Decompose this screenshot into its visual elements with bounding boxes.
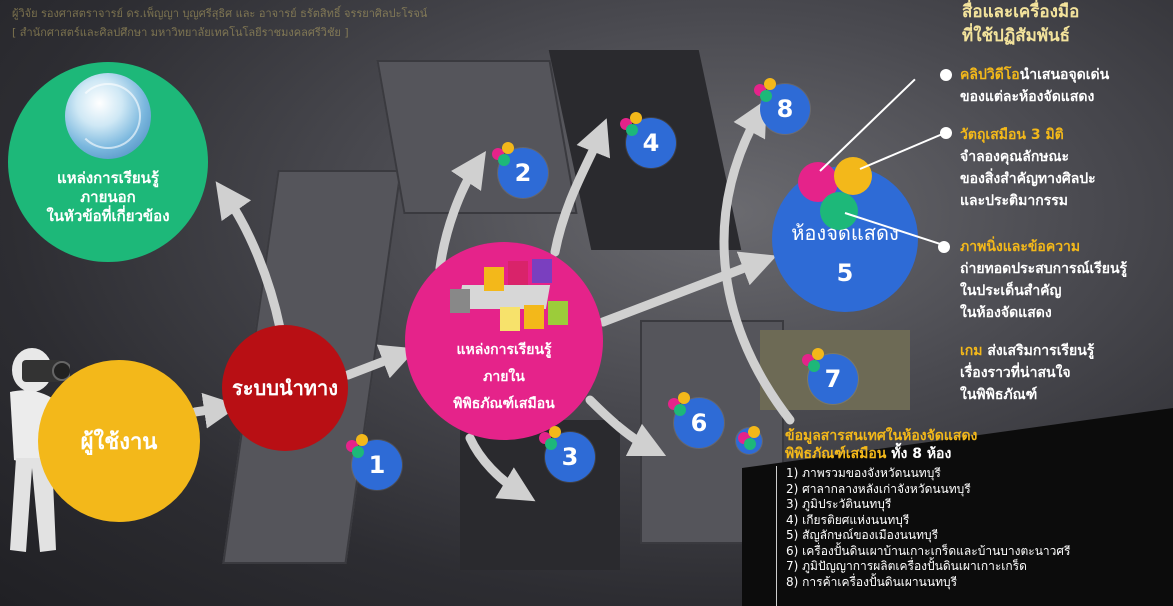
game-line-3: ในพิพิธภัณฑ์ [960, 387, 1038, 403]
info-title-line-1: ข้อมูลสารสนเทศในห้องจัดแสดง [785, 428, 978, 444]
user-node[interactable]: ผู้ใช้งาน [38, 360, 200, 522]
media-dots-icon [754, 78, 780, 104]
room-badge-number: 7 [824, 365, 842, 393]
media-dots-icon [492, 142, 518, 168]
media-dots-icon [738, 426, 764, 452]
list-item: 7) ภูมิปัญญาการผลิตเครื่องปั้นดินเผาเกาะ… [786, 559, 1027, 573]
game-text: ส่งเสริมการเรียนรู้ [982, 343, 1095, 359]
media-title-line-2: ที่ใช้ปฏิสัมพันธ์ [962, 26, 1071, 46]
image-line-3: ในประเด็นสำคัญ [960, 283, 1062, 299]
credit-line-1: ผู้วิจัย รองศาสตราจารย์ ดร.เพ็ญญา บุญศรี… [12, 7, 428, 20]
navigation-label: ระบบนำทาง [232, 376, 338, 400]
media-dots-icon [346, 434, 372, 460]
game-line-2: เรื่องราวที่น่าสนใจ [960, 365, 1071, 381]
media-dots-icon [802, 348, 828, 374]
list-item: 3) ภูมิประวัตินนทบุรี [786, 497, 892, 511]
media-item-video: คลิปวิดีโอนำเสนอจุดเด่น ของแต่ละห้องจัดแ… [960, 64, 1109, 108]
credit-line-2: [ สำนักศาสตร์และศิลปศึกษา มหาวิทยาลัยเทค… [12, 26, 349, 39]
room-badge-number: 4 [642, 129, 660, 157]
list-item: 2) ศาลากลางหลังเก่าจังหวัดนนทบุรี [786, 481, 971, 496]
room-badge-number: 8 [776, 95, 794, 123]
room-badge-6[interactable]: 6 [668, 392, 724, 448]
arrow-internal-to-room6 [585, 395, 667, 457]
external-label-2: ภายนอก [80, 187, 136, 206]
external-label-3: ในหัวข้อที่เกี่ยวข้อง [46, 206, 170, 225]
room-info-title: ข้อมูลสารสนเทศในห้องจัดแสดง พิพิธภัณฑ์เส… [785, 427, 977, 463]
image-line-4: ในห้องจัดแสดง [960, 305, 1052, 321]
globe-icon [65, 72, 151, 159]
arrow-user-to-navigation [190, 392, 240, 429]
media-item-3d-object: วัตถุเสมือน 3 มิติ จำลองคุณลักษณะ ของสิ่… [960, 124, 1096, 212]
list-item: 1) ภาพรวมของจังหวัดนนทบุรี [786, 466, 941, 480]
list-item: 4) เกียรติยศแห่งนนทบุรี [786, 512, 910, 527]
room-list: 1) ภาพรวมของจังหวัดนนทบุรี 2) ศาลากลางหล… [786, 466, 1070, 590]
connector-dot-object [940, 127, 952, 139]
media-dots-icon [539, 426, 565, 452]
floorplan-room [460, 420, 620, 570]
room-badge-8[interactable]: 8 [754, 78, 810, 134]
arrow-internal-to-room2 [435, 151, 486, 273]
arrow-room5-to-room8 [719, 99, 795, 425]
external-learning-source[interactable]: แหล่งการเรียนรู้ ภายนอก ในหัวข้อที่เกี่ย… [8, 62, 208, 262]
room-badge-number: 3 [561, 443, 579, 471]
room-badge-2[interactable]: 2 [492, 142, 548, 198]
info-title-rest: ทั้ง 8 ห้อง [886, 446, 952, 462]
info-list-rule [776, 466, 777, 606]
internal-virtual-museum-node[interactable]: แหล่งการเรียนรู้ ภายใน พิพิธภัณฑ์เสมือน [405, 242, 603, 440]
object-line-3: ของสิ่งสำคัญทางศิลปะ [960, 171, 1096, 187]
media-dots-icon [668, 392, 694, 418]
room-badge-number: 2 [514, 159, 532, 187]
game-highlight: เกม [960, 343, 983, 359]
connector-dot-image [938, 241, 950, 253]
object-line-4: และประติมากรรม [960, 193, 1068, 209]
video-line-2: ของแต่ละห้องจัดแสดง [960, 89, 1095, 105]
researcher-credit: ผู้วิจัย รองศาสตราจารย์ ดร.เพ็ญญา บุญศรี… [12, 4, 672, 42]
media-item-image-text: ภาพนิ่งและข้อความ ถ่ายทอดประสบการณ์เรียน… [960, 236, 1127, 324]
room-badge-3[interactable]: 3 [539, 426, 595, 482]
video-text: นำเสนอจุดเด่น [1019, 67, 1110, 83]
arrow-navigation-to-external [215, 181, 285, 333]
info-panel-dots-icon [736, 426, 764, 454]
user-label: ผู้ใช้งาน [80, 429, 158, 455]
media-dots-icon [620, 112, 646, 138]
image-highlight: ภาพนิ่งและข้อความ [960, 239, 1081, 255]
internal-label-1: แหล่งการเรียนรู้ [456, 341, 552, 358]
room-badge-7[interactable]: 7 [802, 348, 858, 404]
object-highlight: วัตถุเสมือน 3 มิติ [960, 127, 1064, 143]
navigation-system-node[interactable]: ระบบนำทาง [222, 325, 348, 451]
image-media-dot [820, 192, 858, 230]
object-media-dot [834, 157, 872, 195]
internal-label-2: ภายใน [483, 368, 525, 385]
room-badge-number: 1 [368, 451, 386, 479]
video-highlight: คลิปวิดีโอ [960, 67, 1020, 83]
arrow-navigation-to-internal [343, 344, 417, 380]
exhibit-board-icon [450, 258, 568, 333]
arrow-internal-to-room5 [598, 251, 777, 327]
info-title-highlight: พิพิธภัณฑ์เสมือน [785, 446, 887, 462]
external-label-1: แหล่งการเรียนรู้ [57, 168, 159, 187]
room-number: 5 [836, 259, 854, 287]
object-line-2: จำลองคุณลักษณะ [960, 149, 1070, 165]
room-badge-number: 6 [690, 409, 708, 437]
image-line-2: ถ่ายทอดประสบการณ์เรียนรู้ [960, 261, 1128, 277]
connector-dot-video [940, 69, 952, 81]
media-tools-title: สื่อและเครื่องมือ ที่ใช้ปฏิสัมพันธ์ [962, 0, 1079, 48]
list-item: 8) การค้าเครื่องปั้นดินเผานนทบุรี [786, 574, 958, 589]
list-item: 5) สัญลักษณ์ของเมืองนนทบุรี [786, 528, 939, 542]
arrow-internal-to-room4 [550, 118, 611, 257]
arrow-internal-to-room3 [465, 433, 536, 502]
media-title-line-1: สื่อและเครื่องมือ [962, 2, 1080, 22]
room-badge-4[interactable]: 4 [620, 112, 676, 168]
internal-label-3: พิพิธภัณฑ์เสมือน [453, 395, 555, 412]
media-item-game: เกม ส่งเสริมการเรียนรู้ เรื่องราวที่น่าส… [960, 340, 1094, 406]
list-item: 6) เครื่องปั้นดินเผาบ้านเกาะเกร็ดและบ้าน… [786, 543, 1071, 558]
room-badge-1[interactable]: 1 [346, 434, 402, 490]
